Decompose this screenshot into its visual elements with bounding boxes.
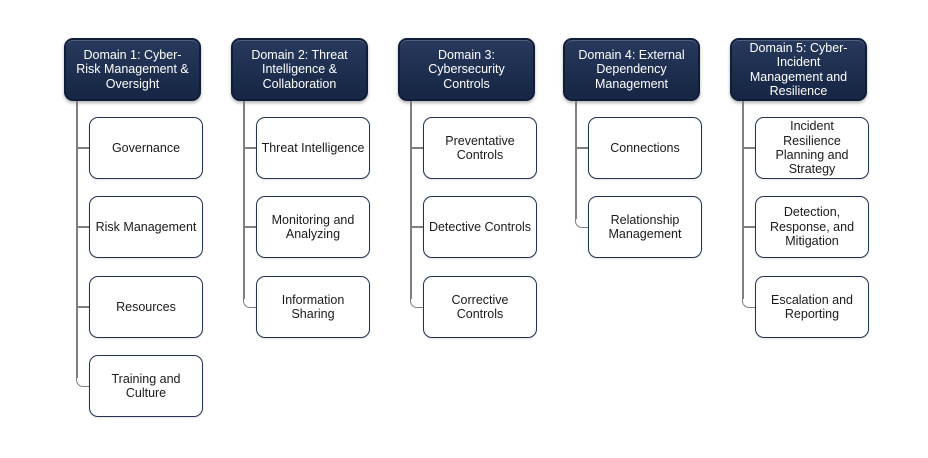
node-incident-resilience-planning-and-strategy: Incident Resilience Planning and Strateg… (755, 117, 869, 179)
connector-elbow (575, 219, 588, 228)
connector-elbow (76, 378, 89, 387)
node-governance: Governance (89, 117, 203, 179)
connector-elbow (742, 299, 755, 308)
connector-elbow (243, 299, 256, 308)
connector-stub (742, 226, 755, 228)
domain-1-header: Domain 1: Cyber-Risk Management & Oversi… (64, 38, 201, 101)
connector-stub (243, 226, 256, 228)
node-resources: Resources (89, 276, 203, 338)
connector-elbow (410, 299, 423, 308)
node-preventative-controls: Preventative Controls (423, 117, 537, 179)
connector-stub (575, 147, 588, 149)
connector-stub (76, 306, 89, 308)
node-relationship-management: Relationship Management (588, 196, 702, 258)
domain-3-header: Domain 3: Cybersecurity Controls (398, 38, 535, 101)
node-risk-management: Risk Management (89, 196, 203, 258)
connector-vertical (243, 101, 245, 299)
node-connections: Connections (588, 117, 702, 179)
connector-stub (742, 147, 755, 149)
node-threat-intelligence: Threat Intelligence (256, 117, 370, 179)
connector-stub (76, 147, 89, 149)
node-detective-controls: Detective Controls (423, 196, 537, 258)
domain-2-header: Domain 2: Threat Intelligence & Collabor… (231, 38, 368, 101)
connector-stub (76, 226, 89, 228)
node-corrective-controls: Corrective Controls (423, 276, 537, 338)
connector-stub (410, 226, 423, 228)
node-detection-response-and-mitigation: Detection, Response, and Mitigation (755, 196, 869, 258)
domain-5-header: Domain 5: Cyber-Incident Management and … (730, 38, 867, 101)
connector-stub (410, 147, 423, 149)
node-monitoring-and-analyzing: Monitoring and Analyzing (256, 196, 370, 258)
connector-stub (243, 147, 256, 149)
connector-vertical (76, 101, 78, 378)
connector-vertical (742, 101, 744, 299)
node-training-and-culture: Training and Culture (89, 355, 203, 417)
domain-4-header: Domain 4: External Dependency Management (563, 38, 700, 101)
connector-vertical (410, 101, 412, 299)
connector-vertical (575, 101, 577, 219)
node-information-sharing: Information Sharing (256, 276, 370, 338)
node-escalation-and-reporting: Escalation and Reporting (755, 276, 869, 338)
